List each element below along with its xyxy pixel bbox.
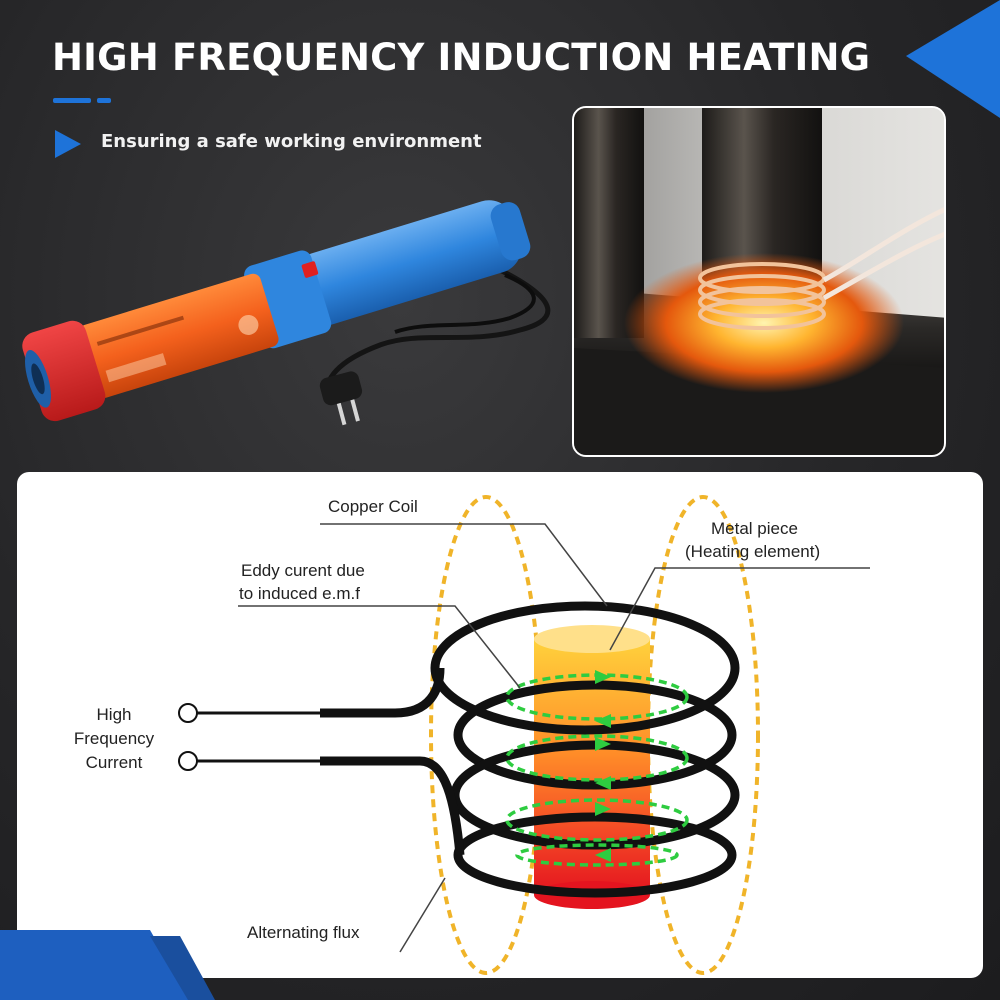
- label-hf-3: Current: [86, 753, 143, 772]
- flux-loop-left: [429, 495, 543, 975]
- label-alternating-flux: Alternating flux: [247, 923, 360, 942]
- coil-leads: [197, 667, 465, 856]
- induction-diagram: Copper Coil Metal piece (Heating element…: [74, 495, 870, 975]
- label-hf-1: High: [97, 705, 132, 724]
- bottom-corner-decoration: [0, 930, 215, 1000]
- heating-photo: [572, 106, 946, 457]
- terminal-bottom: [178, 751, 198, 771]
- label-metal-piece-2: (Heating element): [685, 542, 820, 561]
- page-title: HIGH FREQUENCY INDUCTION HEATING: [52, 36, 871, 79]
- induction-heater-image: [22, 200, 551, 426]
- label-metal-piece-1: Metal piece: [711, 519, 798, 538]
- induction-diagram-panel: Copper Coil Metal piece (Heating element…: [17, 472, 983, 978]
- label-hf-2: Frequency: [74, 729, 155, 748]
- label-copper-coil: Copper Coil: [328, 497, 418, 516]
- subtitle: Ensuring a safe working environment: [101, 131, 482, 152]
- terminal-top: [178, 703, 198, 723]
- play-triangle-icon: [55, 130, 81, 158]
- eddy-arrows: [595, 670, 611, 862]
- corner-triangle-icon: [906, 0, 1000, 118]
- label-eddy-1: Eddy curent due: [241, 561, 365, 580]
- heating-photo-illustration: [574, 108, 944, 455]
- metal-piece: [534, 625, 650, 909]
- label-eddy-2: to induced e.m.f: [239, 584, 360, 603]
- title-underline: [53, 98, 111, 103]
